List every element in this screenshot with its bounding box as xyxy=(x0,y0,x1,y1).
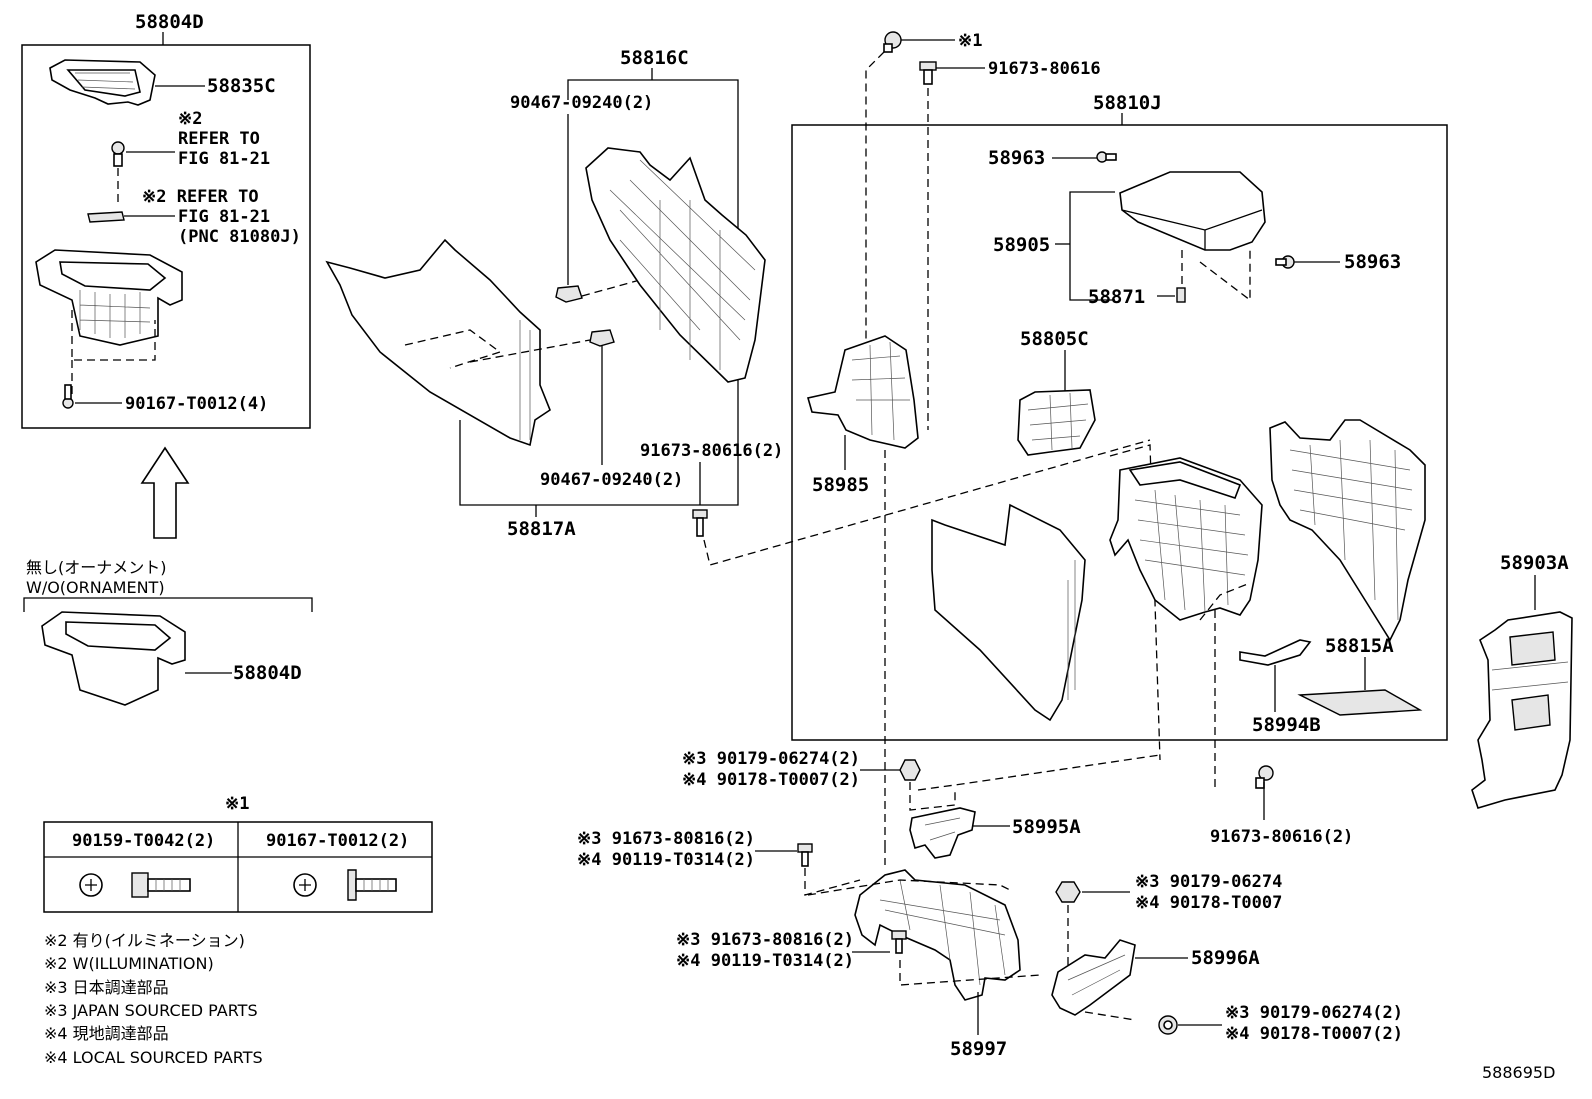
part-58835C-ornament xyxy=(49,59,156,106)
bolt-icon-q2 xyxy=(797,843,813,867)
bulb-socket-icon xyxy=(111,141,125,167)
part-58903A-panel xyxy=(1471,611,1573,809)
label-91673-left: 91673-80616(2) xyxy=(640,441,783,461)
label-q4a: ※3 91673-80816(2) xyxy=(676,930,854,950)
screw-icon-90159 xyxy=(79,872,191,898)
bolt-icon-q4 xyxy=(891,930,907,954)
label-ref2-line3: (PNC 81080J) xyxy=(178,227,301,247)
screw-icon-90167-table xyxy=(293,869,397,901)
label-q5b: ※4 90178-T0007(2) xyxy=(1225,1024,1403,1044)
footnotes: ※2 有り(イルミネーション) ※2 W(ILLUMINATION) ※3 日本… xyxy=(44,931,263,1067)
assembly-58810J-box xyxy=(791,124,1448,741)
screw-icon-mark1 xyxy=(883,31,902,53)
label-58903A: 58903A xyxy=(1500,552,1569,574)
diagram-id: 588695D xyxy=(1482,1063,1555,1082)
part-58815A-mat xyxy=(1297,689,1423,716)
label-q4b: ※4 90119-T0314(2) xyxy=(676,951,854,971)
part-58817A-panel xyxy=(325,238,551,447)
up-arrow-icon xyxy=(140,446,190,539)
switch-plate-icon xyxy=(87,211,125,223)
nut-icon-q1 xyxy=(899,759,921,781)
part-console-side-panel-right xyxy=(1269,419,1426,642)
label-58997: 58997 xyxy=(950,1038,1007,1060)
part-console-box xyxy=(1109,457,1263,621)
part-58997-bracket xyxy=(854,869,1021,1001)
label-58985: 58985 xyxy=(812,474,869,496)
table-col2: 90167-T0012(2) xyxy=(266,831,409,851)
label-q1b: ※4 90178-T0007(2) xyxy=(682,770,860,790)
note-3: ※3 日本調達部品 xyxy=(44,978,169,997)
label-58835C: 58835C xyxy=(207,75,276,97)
note-4: ※3 JAPAN SOURCED PARTS xyxy=(44,1001,258,1020)
label-ref1-line1: REFER TO xyxy=(178,129,260,149)
clip-icon-90467-bot xyxy=(589,329,615,347)
part-58994B-strap xyxy=(1239,639,1312,666)
label-ref1-line2: FIG 81-21 xyxy=(178,149,270,169)
label-ref2-line2: FIG 81-21 xyxy=(178,207,270,227)
bolt-icon-91673-top xyxy=(919,61,937,85)
screw-icon-90167 xyxy=(62,384,74,409)
screw-table: ※1 90159-T0042(2) 90167-T0012(2) xyxy=(43,794,433,913)
part-58995A-bracket xyxy=(909,807,976,859)
note-1: ※2 有り(イルミネーション) xyxy=(44,931,245,950)
label-wo-jp: 無し(オーナメント) xyxy=(26,558,167,577)
label-q1a: ※3 90179-06274(2) xyxy=(682,749,860,769)
clip-icon-90467-top xyxy=(555,285,583,303)
part-58804D-box-inner xyxy=(35,249,183,346)
table-col1: 90159-T0042(2) xyxy=(72,831,215,851)
label-58963-a: 58963 xyxy=(988,147,1045,169)
label-91673-right: 91673-80616(2) xyxy=(1210,827,1353,847)
label-58994B: 58994B xyxy=(1252,714,1321,736)
table-mark: ※1 xyxy=(225,794,249,814)
label-mark1-top: ※1 xyxy=(958,31,982,51)
nut-icon-q5 xyxy=(1158,1015,1178,1035)
label-q3a: ※3 90179-06274 xyxy=(1135,872,1282,892)
screw-icon-58963-a xyxy=(1096,151,1117,163)
label-58815A: 58815A xyxy=(1325,635,1394,657)
part-58804D-alt xyxy=(41,611,186,706)
note-2: ※2 W(ILLUMINATION) xyxy=(44,954,214,973)
label-q5a: ※3 90179-06274(2) xyxy=(1225,1003,1403,1023)
label-q2b: ※4 90119-T0314(2) xyxy=(577,850,755,870)
part-console-side-panel-left xyxy=(931,503,1086,722)
label-58804D-bot: 58804D xyxy=(233,662,302,684)
label-58871: 58871 xyxy=(1088,286,1145,308)
screw-icon-58963-b xyxy=(1275,255,1295,269)
label-91673-top: 91673-80616 xyxy=(988,59,1101,79)
label-58817A: 58817A xyxy=(507,518,576,540)
part-58985-bracket xyxy=(806,335,919,449)
part-58805C-bracket xyxy=(1017,389,1096,456)
label-58816C: 58816C xyxy=(620,47,689,69)
label-q3b: ※4 90178-T0007 xyxy=(1135,893,1282,913)
label-90467-top: 90467-09240(2) xyxy=(510,93,653,113)
label-58905: 58905 xyxy=(993,234,1050,256)
label-58804D-top: 58804D xyxy=(135,11,204,33)
note-5: ※4 現地調達部品 xyxy=(44,1024,169,1043)
label-90167-inbox: 90167-T0012(4) xyxy=(125,394,268,414)
part-58996A-bracket xyxy=(1051,939,1136,1016)
label-90467-bot: 90467-09240(2) xyxy=(540,470,683,490)
part-58816C-panel xyxy=(585,147,766,383)
note-6: ※4 LOCAL SOURCED PARTS xyxy=(44,1048,263,1067)
part-58905-lid xyxy=(1119,171,1266,251)
pin-icon-58871 xyxy=(1176,287,1186,303)
bolt-icon-91673-left xyxy=(692,509,708,537)
label-58995A: 58995A xyxy=(1012,816,1081,838)
label-58810J: 58810J xyxy=(1093,92,1162,114)
nut-icon-q3 xyxy=(1055,881,1081,903)
label-58963-b: 58963 xyxy=(1344,251,1401,273)
label-58805C: 58805C xyxy=(1020,328,1089,350)
label-ref1-mark: ※2 xyxy=(178,109,202,129)
label-ref2-line1: ※2 REFER TO xyxy=(142,187,259,207)
label-wo-en: W/O(ORNAMENT) xyxy=(26,578,165,597)
bolt-icon-91673-right xyxy=(1255,765,1274,789)
label-58996A: 58996A xyxy=(1191,947,1260,969)
assembly-58804D-box: 58804D 58835C ※2 REFER TO FIG 81-21 ※2 R… xyxy=(21,11,311,429)
wo-ornament-group: 無し(オーナメント) W/O(ORNAMENT) 58804D xyxy=(23,558,313,706)
label-q2a: ※3 91673-80816(2) xyxy=(577,829,755,849)
